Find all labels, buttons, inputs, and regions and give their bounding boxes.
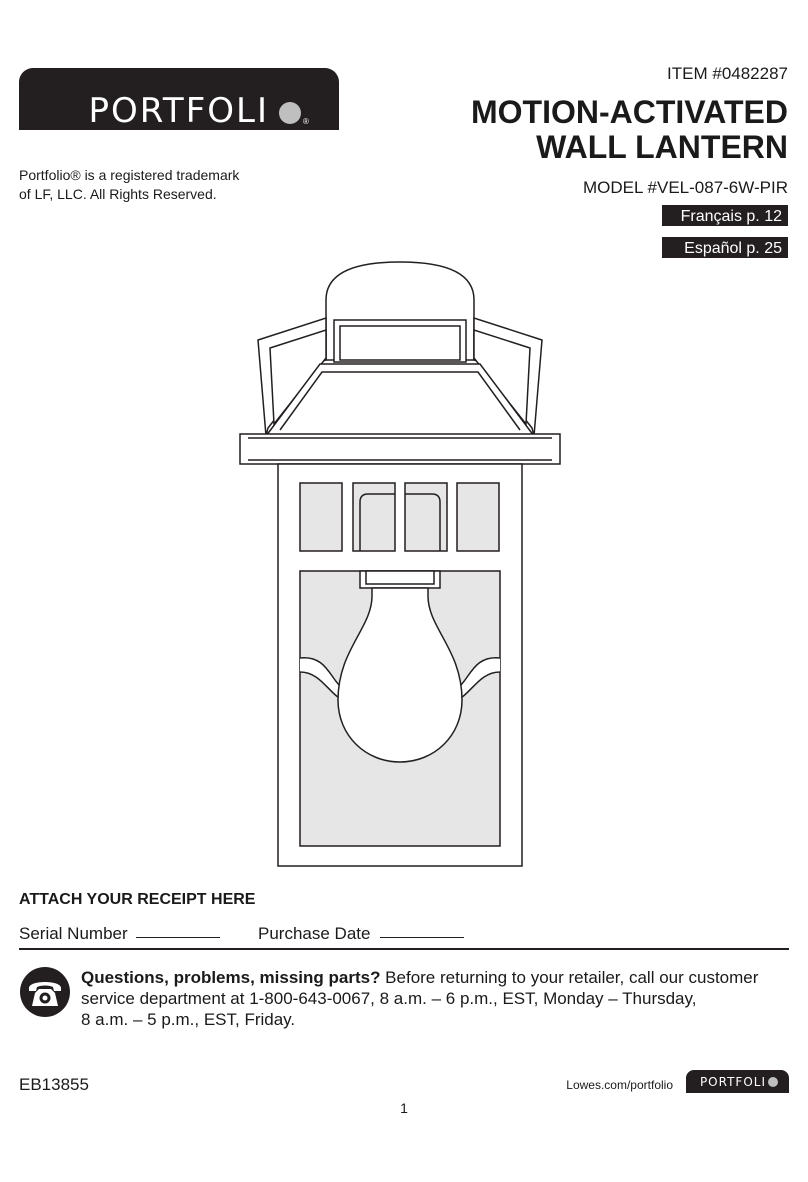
support-line-2: service department at 1-800-643-0067, 8 …	[81, 989, 697, 1008]
spanish-section-link[interactable]: Español p. 25	[662, 237, 788, 258]
support-line-3: 8 a.m. – 5 p.m., EST, Friday.	[81, 1010, 296, 1029]
footer-logo-circle-icon	[768, 1077, 778, 1087]
serial-number-line[interactable]	[136, 937, 220, 938]
item-number: ITEM #0482287	[667, 64, 788, 83]
trademark-notice: Portfolio® is a registered trademark of …	[19, 166, 279, 204]
logo-wordmark: PORTFOLI	[88, 91, 269, 131]
support-line-1: Questions, problems, missing parts? Befo…	[81, 967, 781, 988]
light-bulb	[337, 587, 463, 763]
trademark-line-1: Portfolio® is a registered trademark	[19, 167, 240, 183]
page-number: 1	[400, 1100, 408, 1116]
product-title: MOTION-ACTIVATED WALL LANTERN	[368, 95, 788, 165]
logo-circle-icon	[279, 102, 301, 124]
model-number: MODEL #VEL-087-6W-PIR	[582, 178, 788, 197]
title-line-1: MOTION-ACTIVATED	[471, 94, 788, 130]
support-question: Questions, problems, missing parts?	[81, 968, 381, 987]
footer-logo-wordmark: PORTFOLI	[699, 1075, 766, 1089]
purchase-date-line[interactable]	[380, 937, 464, 938]
wall-lantern-illustration	[239, 261, 561, 867]
document-code: EB13855	[19, 1075, 89, 1094]
french-section-link[interactable]: Français p. 12	[662, 205, 788, 226]
upper-pane-1	[299, 482, 343, 552]
section-divider	[19, 948, 789, 950]
telephone-icon	[20, 967, 70, 1017]
receipt-heading: ATTACH YOUR RECEIPT HERE	[19, 891, 256, 908]
purchase-date-label: Purchase Date	[258, 924, 371, 943]
title-line-2: WALL LANTERN	[536, 129, 788, 165]
customer-service-notice: Questions, problems, missing parts? Befo…	[81, 967, 781, 1030]
support-text-1: Before returning to your retailer, call …	[380, 968, 759, 987]
upper-pane-4	[456, 482, 500, 552]
portfolio-logo: PORTFOLI	[19, 68, 339, 130]
serial-number-label: Serial Number	[19, 924, 128, 943]
trademark-line-2: of LF, LLC. All Rights Reserved.	[19, 186, 217, 202]
logo-registered-mark: ®	[303, 117, 309, 126]
website-link[interactable]: Lowes.com/portfolio	[566, 1078, 673, 1092]
footer-portfolio-logo: PORTFOLI	[686, 1070, 789, 1093]
